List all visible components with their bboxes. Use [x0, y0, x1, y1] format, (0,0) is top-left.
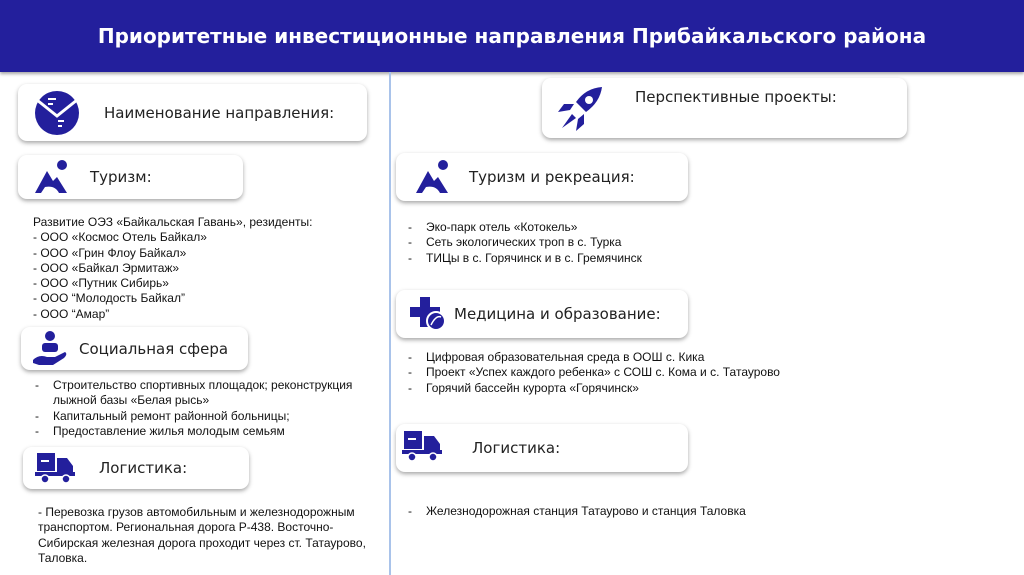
medical-cross-leaf-icon	[410, 297, 446, 331]
mountain-person-icon	[416, 160, 448, 193]
tourism-intro: Развитие ОЭЗ «Байкальская Гавань», резид…	[33, 215, 313, 229]
list-item: Предоставление жилья молодым семьям	[33, 424, 353, 440]
projects-box: Перспективные проекты:	[542, 78, 907, 138]
logistics-label: Логистика:	[472, 439, 561, 457]
chart-pie-icon	[35, 91, 79, 135]
list-item: Проект «Успех каждого ребенка» с СОШ с. …	[406, 365, 886, 381]
tourism-label: Туризм:	[90, 168, 152, 186]
tourism-residents: Развитие ОЭЗ «Байкальская Гавань», резид…	[33, 215, 312, 322]
logistics-text: - Перевозка грузов автомобильным и желез…	[38, 505, 366, 565]
list-item: Цифровая образовательная среда в ООШ с. …	[406, 350, 886, 366]
list-item: Сеть экологических троп в с. Турка	[406, 235, 806, 251]
rocket-icon	[558, 87, 602, 131]
tourism-projects-list: Эко-парк отель «Котокель» Сеть экологиче…	[406, 220, 806, 266]
tourism-recreation-label: Туризм и рекреация:	[469, 168, 635, 186]
list-item: Строительство спортивных площадок; рекон…	[33, 378, 353, 409]
social-list: Строительство спортивных площадок; рекон…	[33, 378, 353, 439]
list-item: Капитальный ремонт районной больницы;	[33, 409, 353, 425]
list-item: - ООО «Путник Сибирь»	[33, 276, 169, 291]
list-item: ТИЦы в с. Горячинск и в с. Гремячинск	[406, 251, 806, 267]
hand-person-icon	[33, 331, 67, 365]
page-title: Приоритетные инвестиционные направления …	[97, 24, 927, 48]
projects-label: Перспективные проекты:	[635, 88, 837, 106]
medicine-box: Медицина и образование:	[396, 290, 688, 338]
list-item: Горячий бассейн курорта «Горячинск»	[406, 381, 886, 397]
social-label: Социальная сфера	[79, 339, 229, 358]
logistics-projects-list: Железнодорожная станция Татаурово и стан…	[406, 504, 886, 520]
column-divider	[389, 72, 391, 575]
list-item: - ООО «Байкал Эрмитаж»	[33, 260, 180, 275]
tourism-recreation-box: Туризм и рекреация:	[396, 153, 688, 201]
delivery-truck-icon	[35, 453, 75, 484]
medicine-projects-list: Цифровая образовательная среда в ООШ с. …	[406, 350, 886, 396]
logistics-box-right: Логистика:	[396, 424, 688, 472]
mountain-person-icon	[35, 160, 67, 193]
title-banner: Приоритетные инвестиционные направления …	[0, 0, 1024, 72]
list-item: Эко-парк отель «Котокель»	[406, 220, 806, 236]
list-item: - ООО «Грин Флоу Байкал»	[33, 245, 187, 260]
logistics-box-left: Логистика:	[23, 447, 249, 489]
direction-name-box: Наименование направления:	[18, 84, 367, 141]
logistics-label: Логистика:	[99, 459, 188, 477]
list-item: Железнодорожная станция Татаурово и стан…	[406, 504, 886, 520]
medicine-label: Медицина и образование:	[454, 305, 661, 323]
list-item: - ООО “Молодость Байкал”	[33, 291, 185, 306]
direction-name-label: Наименование направления:	[104, 103, 335, 122]
delivery-truck-icon	[402, 431, 442, 462]
social-box: Социальная сфера	[21, 327, 248, 370]
list-item: - ООО «Космос Отель Байкал»	[33, 230, 207, 245]
list-item: - ООО “Амар”	[33, 306, 110, 321]
tourism-box: Туризм:	[18, 155, 243, 199]
